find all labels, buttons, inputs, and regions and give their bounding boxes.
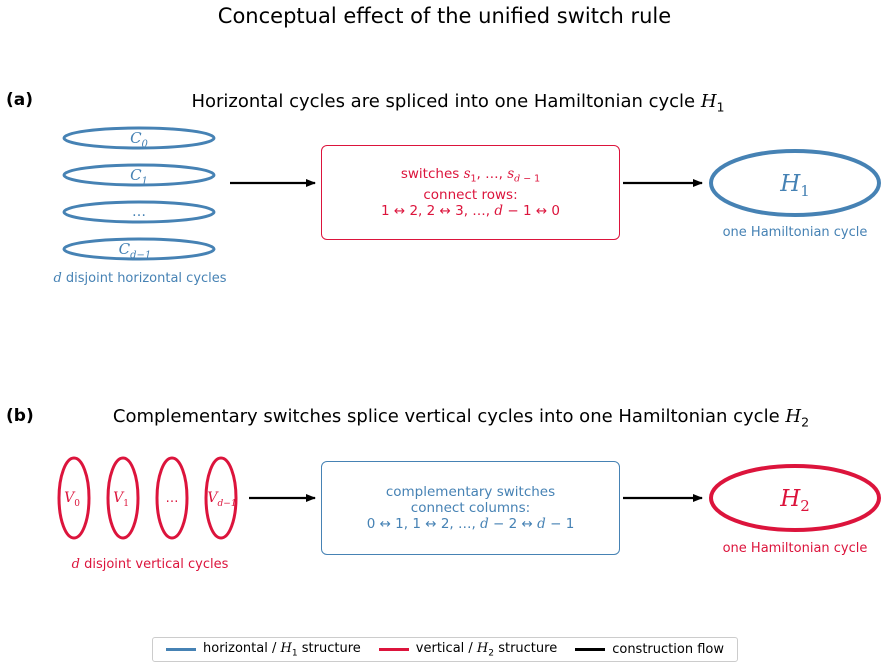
svg-text:H2: H2 [779, 486, 810, 515]
horizontal-cycle-cd-minus-1: Cd−1 [62, 237, 216, 261]
switch-rule-box-columns: complementary switches connect columns: … [321, 461, 620, 555]
vertical-cycle-vd-minus-1: Vd−1 [204, 456, 238, 540]
box-b-line1: complementary switches [385, 484, 556, 500]
vertical-cycles-caption: d disjoint vertical cycles [71, 557, 229, 572]
svg-text:V1: V1 [113, 490, 129, 509]
diagram-title: Conceptual effect of the unified switch … [217, 4, 672, 28]
legend: horizontal / H1 structure vertical / H2 … [152, 637, 738, 662]
horizontal-cycle-c0: C0 [62, 126, 216, 150]
box-a-line3: 1 ↔ 2, 2 ↔ 3, …, d − 1 ↔ 0 [380, 203, 561, 220]
svg-text:V0: V0 [64, 490, 80, 509]
panel-a-title: Horizontal cycles are spliced into one H… [191, 91, 725, 115]
svg-text:…: … [166, 491, 179, 506]
legend-item-vertical: vertical / H2 structure [378, 640, 558, 659]
svg-text:Cd−1: Cd−1 [119, 240, 152, 261]
box-b-line2: connect columns: [410, 500, 531, 516]
box-b-line3: 0 ↔ 1, 1 ↔ 2, …, d − 2 ↔ d − 1 [366, 516, 575, 532]
h1-caption: one Hamiltonian cycle [722, 225, 868, 240]
legend-label-flow: construction flow [612, 642, 724, 657]
switch-rule-box-rows: switches s1, …, sd − 1 connect rows: 1 ↔… [321, 145, 620, 240]
vertical-cycle-v1: V1 [106, 456, 140, 540]
box-a-line2: connect rows: [423, 187, 518, 204]
panel-b-title: Complementary switches splice vertical c… [112, 406, 810, 430]
hamiltonian-cycle-h1: H1 [709, 149, 881, 217]
box-a-line1: switches s1, …, sd − 1 [400, 165, 541, 185]
legend-swatch-horizontal [166, 648, 196, 651]
svg-text:C1: C1 [130, 166, 148, 187]
panel-a-label: (a) [6, 90, 34, 110]
svg-text:…: … [132, 204, 146, 220]
svg-text:H1: H1 [779, 171, 810, 200]
horizontal-cycle-c1: C1 [62, 163, 216, 187]
legend-label-vertical: vertical / H2 structure [415, 640, 558, 659]
svg-text:C0: C0 [130, 129, 148, 150]
horizontal-cycles-caption: d disjoint horizontal cycles [53, 271, 227, 286]
h2-caption: one Hamiltonian cycle [722, 541, 868, 556]
hamiltonian-cycle-h2: H2 [709, 464, 881, 532]
horizontal-cycle-ellipsis: … [62, 200, 216, 224]
legend-item-flow: construction flow [575, 642, 724, 657]
legend-swatch-vertical [378, 648, 409, 651]
panel-b-label: (b) [6, 406, 34, 426]
legend-label-horizontal: horizontal / H1 structure [203, 640, 361, 659]
legend-swatch-flow [575, 648, 606, 651]
vertical-cycle-ellipsis: … [155, 456, 189, 540]
svg-text:Vd−1: Vd−1 [207, 490, 236, 509]
vertical-cycle-v0: V0 [57, 456, 91, 540]
legend-item-horizontal: horizontal / H1 structure [166, 640, 361, 659]
